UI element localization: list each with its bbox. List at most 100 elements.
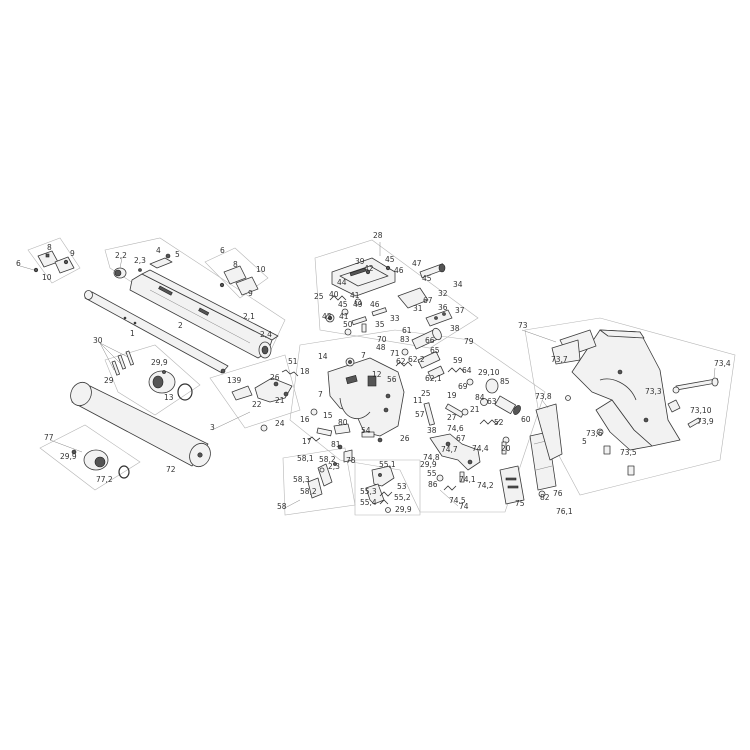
part-label-p15: 15 bbox=[323, 411, 333, 420]
part-label-p8b: 8 bbox=[233, 260, 238, 269]
part-label-p9a: 9 bbox=[70, 249, 75, 258]
part-label-p34: 34 bbox=[453, 280, 463, 289]
part-label-p74: 74 bbox=[459, 502, 469, 511]
group-outline-trigger-unit bbox=[354, 459, 421, 516]
part-label-p621: 62,1 bbox=[425, 374, 442, 383]
part-label-p742: 74,2 bbox=[477, 481, 494, 490]
hammer-assembly bbox=[429, 433, 481, 491]
part-label-p23: 2,3 bbox=[134, 256, 146, 265]
part-label-p67: 67 bbox=[423, 296, 433, 305]
part-label-p41a: 41 bbox=[350, 291, 360, 300]
part-label-p64: 64 bbox=[462, 366, 472, 375]
part-label-p45c: 45 bbox=[338, 300, 348, 309]
group-outline-breech-block bbox=[314, 239, 479, 349]
part-label-p8a: 8 bbox=[47, 243, 52, 252]
rail-clip-4 bbox=[149, 253, 173, 269]
part-label-p744: 74,4 bbox=[472, 444, 489, 453]
part-label-p772: 77,2 bbox=[96, 475, 113, 484]
part-label-p31: 31 bbox=[413, 304, 423, 313]
part-label-p53: 53 bbox=[397, 482, 407, 491]
group-outline-muzzle-cap bbox=[104, 344, 201, 416]
part-label-p69: 69 bbox=[458, 382, 468, 391]
part-label-p60: 60 bbox=[521, 415, 531, 424]
o-ring-13 bbox=[177, 383, 193, 401]
part-label-p48: 48 bbox=[376, 343, 386, 352]
part-label-p51: 51 bbox=[288, 357, 298, 366]
part-label-p77: 77 bbox=[44, 433, 54, 442]
cover-block-right bbox=[219, 265, 259, 296]
part-label-p46b: 46 bbox=[370, 300, 380, 309]
part-label-p25a: 25 bbox=[314, 292, 324, 301]
part-label-p735: 73,5 bbox=[620, 448, 637, 457]
part-label-p45b: 45 bbox=[422, 274, 432, 283]
barrel-tube bbox=[84, 290, 229, 374]
part-label-p581: 58,1 bbox=[297, 454, 314, 463]
part-label-p27: 27 bbox=[447, 413, 457, 422]
part-label-p49: 49 bbox=[353, 300, 363, 309]
part-label-p19: 19 bbox=[447, 391, 457, 400]
part-label-p299a: 29,9 bbox=[151, 358, 168, 367]
part-label-p71: 71 bbox=[390, 349, 400, 358]
part-label-p54: 54 bbox=[361, 426, 371, 435]
sear-parts bbox=[307, 462, 337, 499]
pistol-grip bbox=[551, 329, 681, 451]
part-label-p37: 37 bbox=[455, 306, 465, 315]
piston-assembly bbox=[447, 367, 521, 415]
part-label-p58: 58 bbox=[277, 502, 287, 511]
part-label-p43: 43 bbox=[322, 312, 332, 321]
part-label-p82: 82 bbox=[540, 493, 550, 502]
part-label-p80: 80 bbox=[338, 418, 348, 427]
part-label-p582b: 58,2 bbox=[300, 487, 317, 496]
part-label-p38b: 38 bbox=[427, 426, 437, 435]
part-label-p7a: 7 bbox=[361, 351, 366, 360]
barrel-nut-2-2 bbox=[113, 267, 142, 279]
part-label-p20: 20 bbox=[501, 444, 511, 453]
cocking-lever-assembly bbox=[231, 369, 299, 432]
part-label-p551: 55,1 bbox=[379, 460, 396, 469]
part-label-p32: 32 bbox=[438, 289, 448, 298]
part-label-p61: 61 bbox=[402, 326, 412, 335]
part-label-p70: 70 bbox=[377, 335, 387, 344]
part-label-p5b: 5 bbox=[582, 437, 587, 446]
part-label-p83: 83 bbox=[400, 335, 410, 344]
part-label-p299d: 29,9 bbox=[395, 505, 412, 514]
part-label-p21: 2,1 bbox=[243, 312, 255, 321]
breech-block bbox=[331, 257, 453, 327]
part-label-p13: 13 bbox=[164, 393, 174, 402]
group-outline-top-cover-left bbox=[27, 237, 81, 284]
part-label-p67b: 67 bbox=[456, 434, 466, 443]
group-outline-left-lever bbox=[209, 354, 301, 429]
part-label-p73: 73 bbox=[518, 321, 528, 330]
part-label-p11: 11 bbox=[413, 396, 423, 405]
part-label-p44: 44 bbox=[337, 278, 347, 287]
part-label-p35: 35 bbox=[375, 320, 385, 329]
part-label-p18: 18 bbox=[300, 367, 310, 376]
silencer-tube bbox=[70, 381, 211, 468]
part-label-p761: 76,1 bbox=[556, 507, 573, 516]
part-label-p6a: 6 bbox=[16, 259, 21, 268]
part-label-p57: 57 bbox=[415, 410, 425, 419]
part-label-p299c: 29,9 bbox=[420, 460, 437, 469]
part-label-p24b: 24 bbox=[275, 419, 285, 428]
part-label-p748: 74,8 bbox=[423, 453, 440, 462]
leader-lines bbox=[19, 242, 716, 510]
part-label-p41b: 41 bbox=[339, 312, 349, 321]
upper-receiver bbox=[129, 269, 279, 359]
trigger-unit-parts bbox=[365, 465, 395, 513]
part-label-p30: 30 bbox=[93, 336, 103, 345]
part-label-p7b: 7 bbox=[318, 390, 323, 399]
part-label-p25b: 25 bbox=[421, 389, 431, 398]
part-label-p583: 58,3 bbox=[293, 475, 310, 484]
part-label-p2: 2 bbox=[178, 321, 183, 330]
part-label-p22b: 22 bbox=[252, 400, 262, 409]
part-label-p72: 72 bbox=[166, 465, 176, 474]
springs-and-pins bbox=[423, 402, 510, 455]
cover-block-left bbox=[33, 250, 75, 274]
part-label-p6b: 6 bbox=[220, 246, 225, 255]
part-label-p737: 73,7 bbox=[551, 355, 568, 364]
part-label-p26a: 26 bbox=[270, 373, 280, 382]
part-label-p12: 12 bbox=[372, 370, 382, 379]
part-label-p86: 86 bbox=[428, 480, 438, 489]
part-label-p622: 62,2 bbox=[408, 355, 425, 364]
